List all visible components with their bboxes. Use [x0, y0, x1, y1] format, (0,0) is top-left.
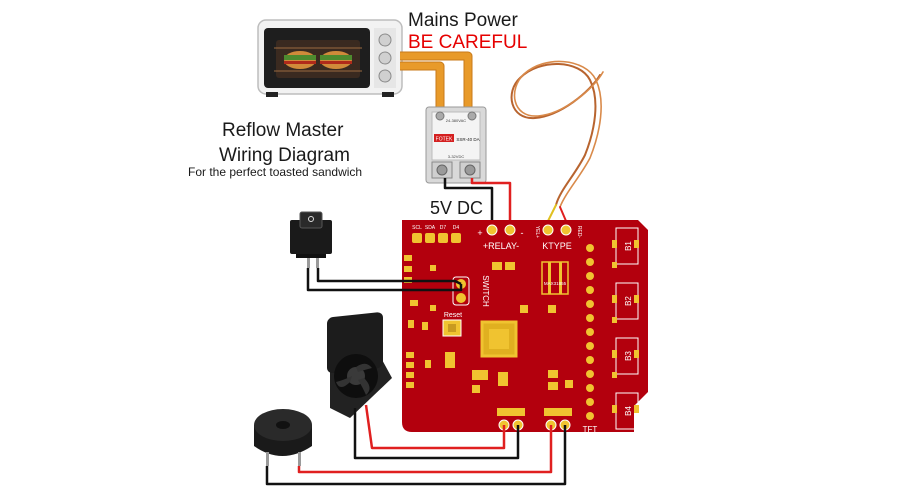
microcontroller	[480, 320, 518, 358]
relay-spec-bottom: 3-32VDC	[448, 154, 465, 159]
buzzer-wires	[265, 425, 567, 486]
toaster-oven	[257, 19, 403, 97]
max31855-chip: MAX31855	[541, 261, 569, 295]
ktype-terminal: KTYPE YEL+ RED-	[534, 224, 582, 251]
diagram-subtitle: For the perfect toasted sandwich	[188, 165, 363, 179]
button-label-b1: B1	[624, 241, 633, 251]
be-careful-warning: BE CAREFUL	[408, 32, 528, 53]
pcb-board: SCL SDA D7 D4 + - +RELAY- KTYPE YEL+ RED…	[402, 220, 648, 434]
smd-components	[404, 255, 573, 393]
button-label-b4: B4	[624, 406, 633, 416]
pin-label-scl: SCL	[412, 225, 422, 231]
relay-minus-label: -	[521, 228, 524, 238]
header-pins-row: SCL SDA D7 D4	[412, 225, 461, 243]
ktype-pos-label: YEL+	[534, 226, 540, 238]
relay-dc-wires	[443, 178, 512, 230]
button-label-b3: B3	[624, 351, 633, 361]
pin-label-d7: D7	[440, 225, 447, 231]
solid-state-relay: FOTEK 24-380VAC SSR-40 DA 3-32VDC	[425, 106, 487, 184]
relay-label: +RELAY-	[483, 241, 519, 251]
button-pads: B1 B2 B3 B4	[612, 227, 639, 430]
diagram-title-line2: Wiring Diagram	[219, 145, 350, 166]
dc-voltage-label: 5V DC	[430, 198, 484, 218]
switch-label: SWITCH	[481, 275, 490, 307]
max-chip-label: MAX31855	[544, 281, 567, 286]
relay-plus-label: +	[477, 228, 482, 238]
mains-wires	[400, 51, 473, 112]
relay-spec-top: 24-380VAC	[446, 118, 466, 123]
relay-terminal: + - +RELAY-	[477, 224, 524, 251]
reset-button: Reset	[442, 312, 462, 337]
piezo-buzzer	[254, 409, 312, 466]
button-label-b2: B2	[624, 296, 633, 306]
rocker-switch	[290, 211, 332, 268]
tft-label: TFT	[583, 425, 598, 434]
thermocouple-probe	[510, 60, 604, 222]
fan-wires	[353, 404, 520, 460]
switch-wires	[306, 268, 463, 292]
relay-model: SSR-40 DA	[456, 137, 479, 142]
cooling-fan	[327, 312, 392, 418]
relay-brand: FOTEK	[436, 137, 453, 143]
tft-header-pins	[586, 244, 594, 420]
ktype-neg-label: RED-	[576, 226, 582, 239]
reset-label: Reset	[444, 312, 462, 319]
ktype-label: KTYPE	[542, 241, 572, 251]
mains-power-label: Mains Power	[408, 10, 518, 31]
diagram-title-line1: Reflow Master	[222, 120, 344, 141]
pin-label-d4: D4	[453, 225, 460, 231]
pin-label-sda: SDA	[425, 225, 436, 231]
